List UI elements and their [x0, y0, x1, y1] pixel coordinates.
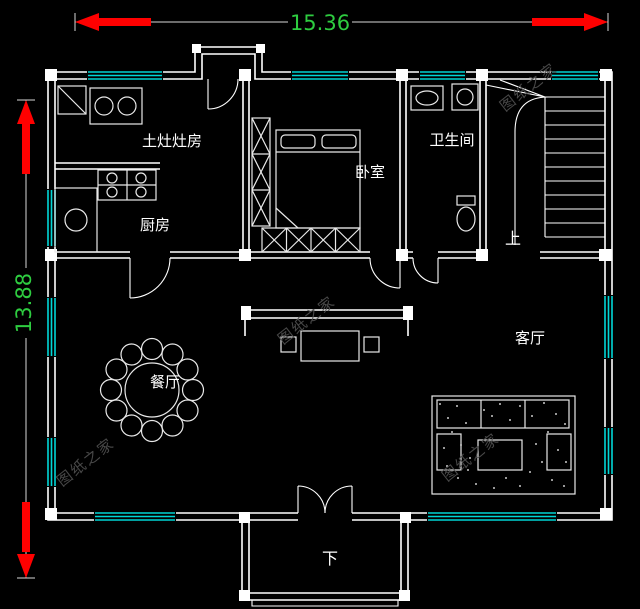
- stairs-up-label: 上: [505, 229, 521, 248]
- washbasin: [410, 85, 444, 111]
- coffee-table: [477, 439, 523, 471]
- stair-direction-line: [514, 96, 549, 245]
- window-top-stove-room: [87, 70, 163, 81]
- label-living: 客厅: [515, 329, 545, 347]
- window-bottom-dining: [94, 511, 176, 522]
- label-kitchen: 厨房: [140, 216, 170, 234]
- window-left-lower: [46, 437, 57, 487]
- window-right-living: [603, 295, 614, 359]
- main-entrance-double-door: [297, 485, 353, 514]
- window-top-bedroom: [291, 70, 349, 81]
- back-door: [207, 78, 239, 110]
- bedroom-furniture: [251, 117, 361, 253]
- gas-stove: [97, 169, 157, 201]
- dimension-arrow-left: [75, 13, 151, 31]
- wood-stove-counter: [89, 87, 143, 125]
- dimension-width-label: 15.36: [290, 11, 350, 35]
- dining-table: [99, 337, 205, 443]
- window-left-dining: [46, 297, 57, 357]
- label-bathroom: 卫生间: [429, 131, 474, 149]
- living-room-beam: [241, 306, 413, 336]
- dimension-arrow-down: [17, 502, 35, 578]
- dimension-left: 13.88: [12, 99, 36, 579]
- label-bedroom: 卧室: [355, 163, 385, 181]
- stove-room-fixtures: [57, 85, 143, 125]
- window-top-stairs: [551, 70, 599, 81]
- bathroom-fixtures: [410, 83, 479, 232]
- cabinet-row: [261, 227, 361, 253]
- kitchen-sink-counter: [54, 187, 98, 253]
- windows: [46, 70, 614, 522]
- bathroom-door: [412, 257, 439, 284]
- label-dining: 餐厅: [150, 373, 180, 391]
- toilet: [456, 195, 476, 232]
- wall-columns: [45, 44, 612, 601]
- window-bottom-living: [427, 511, 557, 522]
- wok-burner: [117, 96, 137, 116]
- rug-stipple: [439, 402, 567, 489]
- rug: [431, 395, 576, 495]
- sofa: [436, 399, 570, 429]
- stool: [280, 336, 297, 353]
- label-stove-room: 土灶灶房: [142, 132, 202, 150]
- dimension-top: 15.36: [74, 11, 609, 35]
- doors: [129, 78, 439, 514]
- hall-table: [300, 330, 360, 362]
- stool: [363, 336, 380, 353]
- armchair: [546, 433, 572, 471]
- kitchen-door: [129, 257, 171, 299]
- sofa-set: [431, 395, 576, 495]
- washing-machine: [451, 83, 479, 111]
- hall-table-set: [280, 330, 380, 362]
- armchair: [436, 433, 462, 471]
- bedroom-door: [369, 257, 401, 289]
- dimension-arrow-up: [17, 100, 35, 174]
- stairs-down-label: 下: [322, 549, 338, 568]
- kitchen-fixtures: [54, 169, 157, 253]
- porch-steps: [251, 600, 399, 607]
- stairs: 上: [485, 79, 605, 248]
- window-right-lower: [603, 427, 614, 475]
- dimension-arrow-right: [532, 13, 608, 31]
- dining-table-top: [124, 362, 180, 418]
- window-top-bathroom: [419, 70, 466, 81]
- wok-burner: [94, 96, 114, 116]
- corner-cabinet: [57, 85, 87, 115]
- dimension-height-label: 13.88: [12, 273, 36, 333]
- room-labels: 土灶灶房 厨房 卧室 卫生间 餐厅 客厅 下: [140, 131, 545, 568]
- wardrobe: [251, 117, 271, 227]
